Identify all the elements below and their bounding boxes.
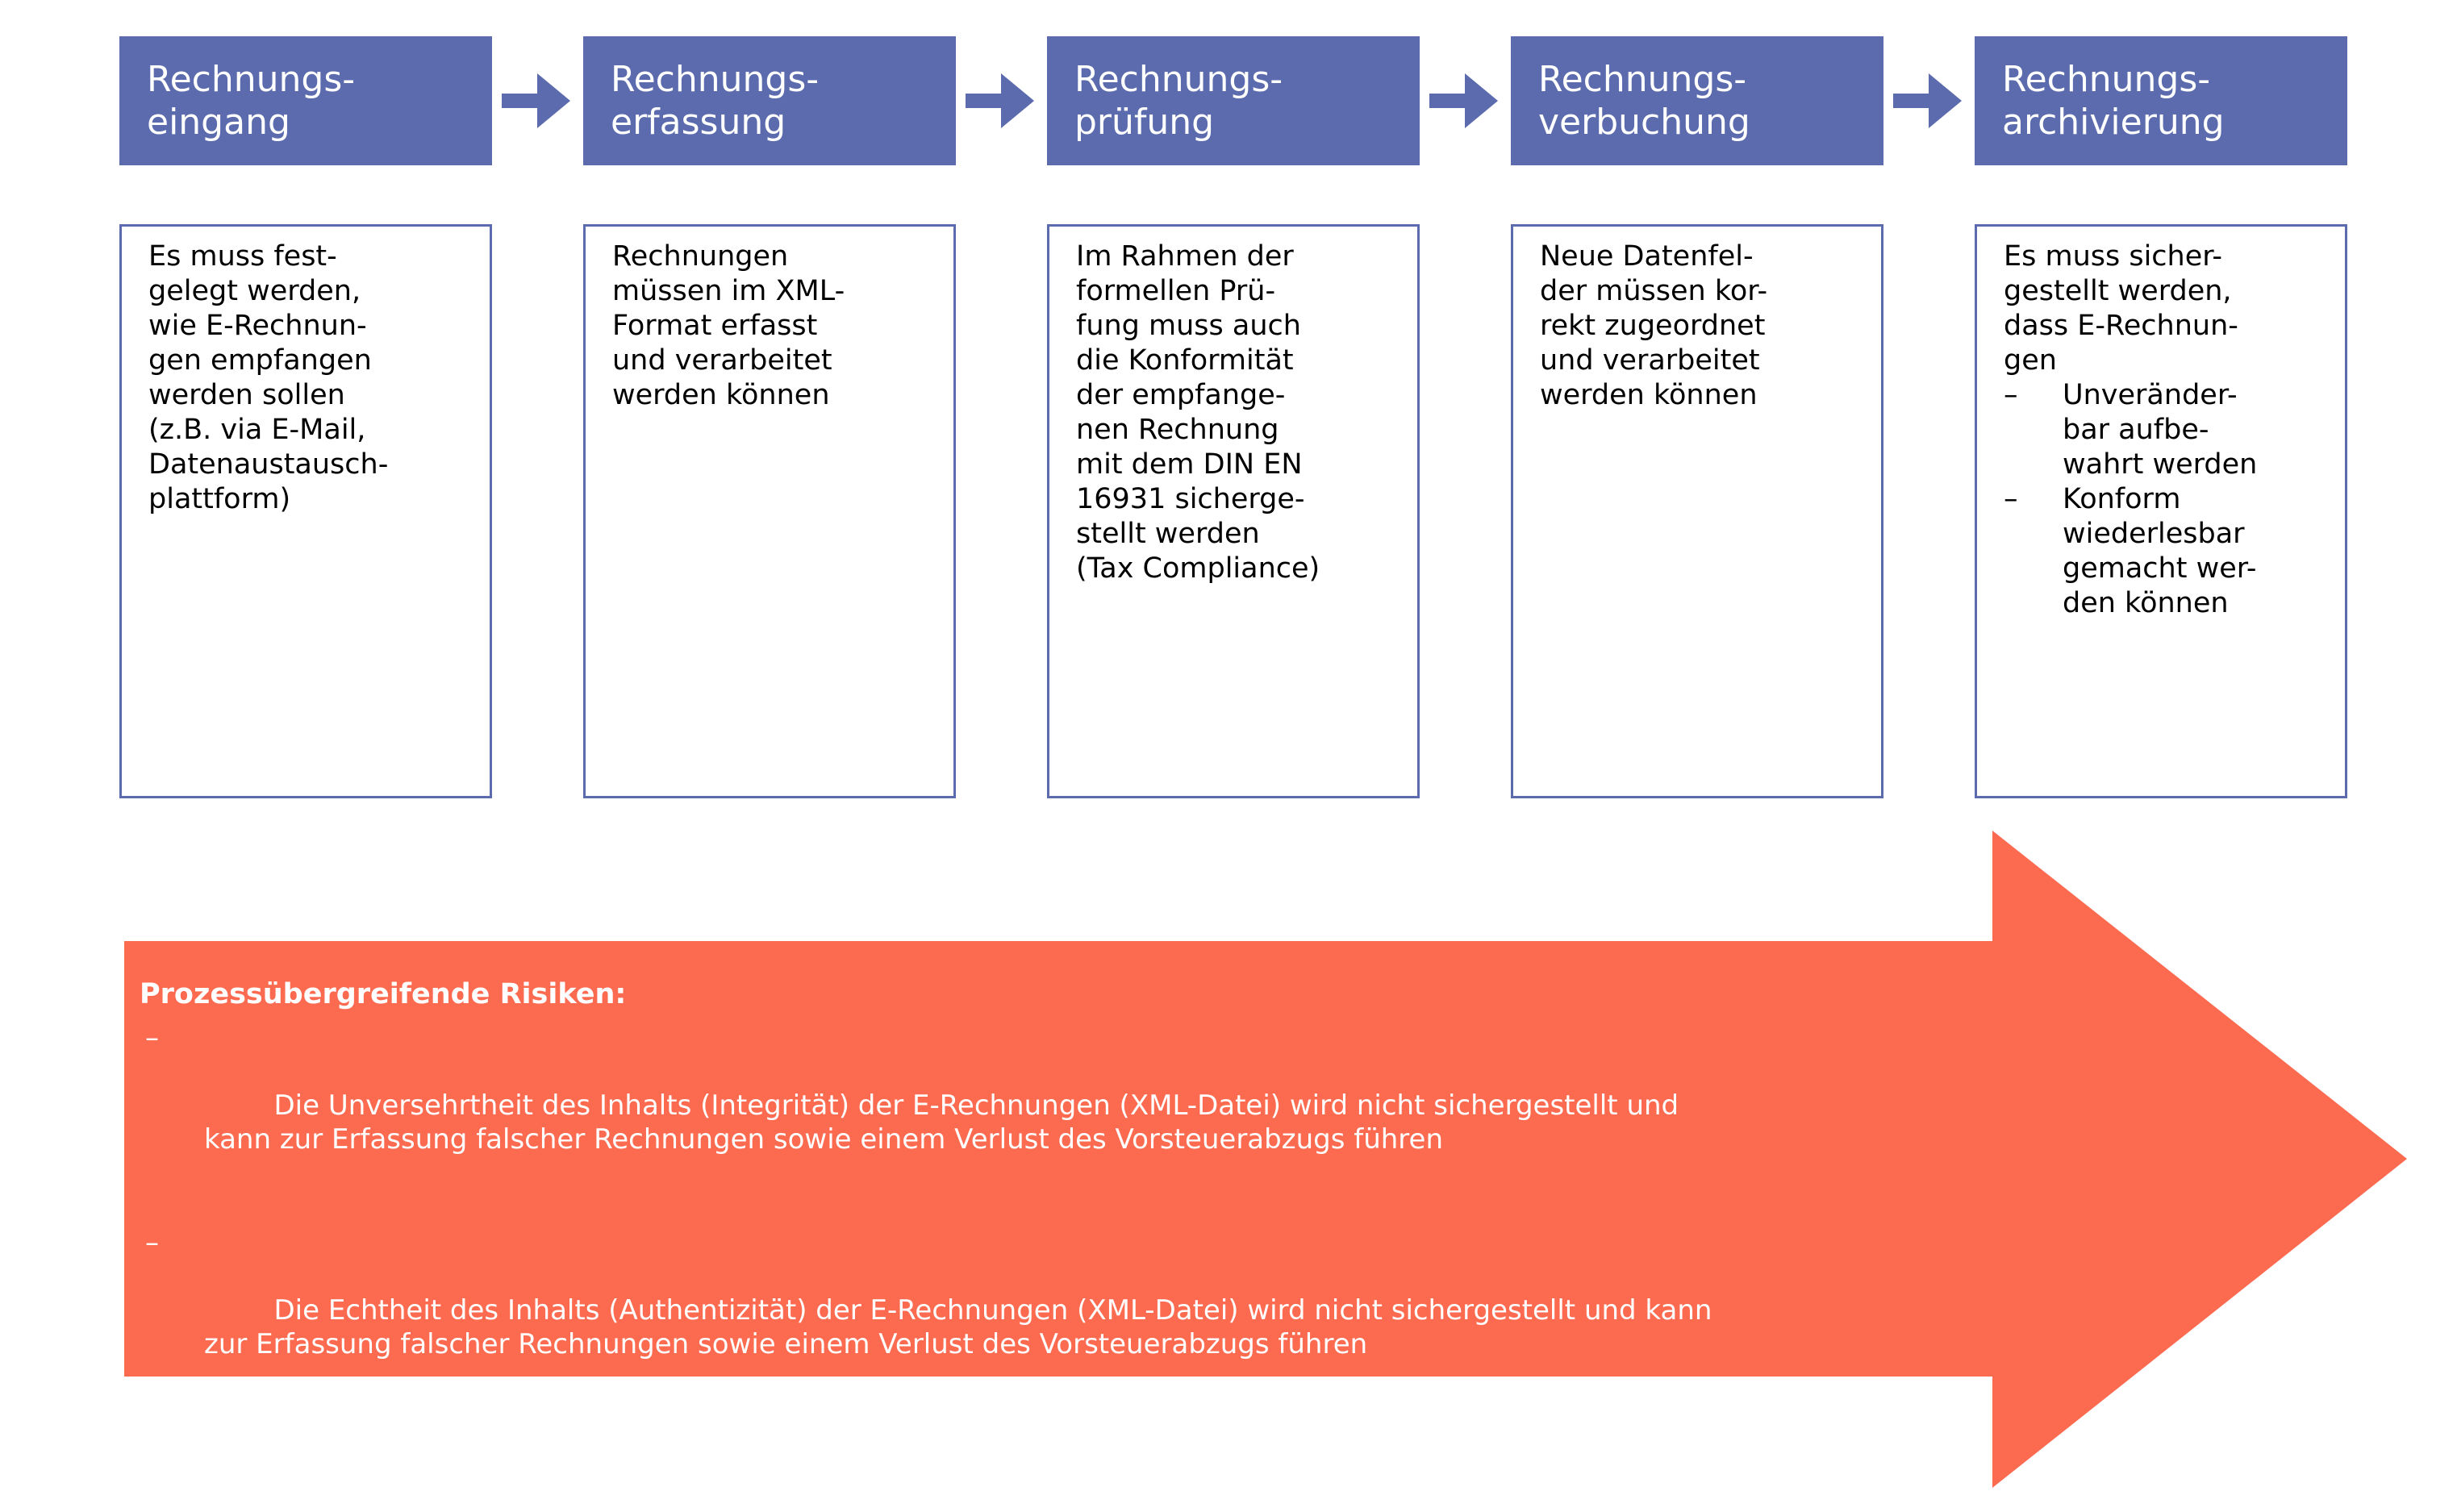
right-arrow-shape <box>966 73 1034 128</box>
step-description-box: Rechnungen müssen im XML- Format erfasst… <box>583 224 956 798</box>
step-header-rechnungsarchivierung: Rechnungs- archivierung <box>1975 36 2347 165</box>
step-description: Neue Datenfel- der müssen kor- rekt zuge… <box>1540 240 1768 411</box>
step-title: Rechnungs- verbuchung <box>1538 59 1750 143</box>
step-header-rechnungsverbuchung: Rechnungs- verbuchung <box>1511 36 1883 165</box>
step-description: Es muss fest- gelegt werden, wie E-Rechn… <box>148 240 389 515</box>
step-description-box: Im Rahmen der formellen Prü- fung muss a… <box>1047 224 1420 798</box>
step-description: Im Rahmen der formellen Prü- fung muss a… <box>1076 240 1320 585</box>
step-title: Rechnungs- eingang <box>147 59 356 143</box>
right-arrow-shape <box>502 73 570 128</box>
step-description: Rechnungen müssen im XML- Format erfasst… <box>612 240 845 411</box>
step-title: Rechnungs- erfassung <box>611 59 820 143</box>
right-arrow-icon <box>1893 73 1962 128</box>
step-description-box: Es muss sicher- gestellt werden, dass E-… <box>1975 224 2347 798</box>
risk-item: – Die Echtheit des Inhalts (Authentizitä… <box>140 1226 1971 1395</box>
right-arrow-shape <box>1893 73 1962 128</box>
archive-requirement-item: – Konform wiederlesbar gemacht wer- den … <box>2004 482 2330 621</box>
risk-item: – Die Unversehrtheit des Inhalts (Integr… <box>140 1021 1971 1190</box>
big-right-arrow-icon <box>124 831 2407 1488</box>
bullet-dash: – <box>145 1022 159 1054</box>
bullet-dash: – <box>145 1431 159 1464</box>
right-arrow-icon <box>502 73 570 128</box>
bullet-dash: – <box>145 1227 159 1259</box>
risk-item-text: Die Echtheit des Inhalts (Authentizität)… <box>204 1294 1712 1360</box>
risk-banner-arrow: Prozessübergreifende Risiken: – Die Unve… <box>124 831 2407 1512</box>
right-arrow-shape <box>1429 73 1498 128</box>
step-description: Es muss sicher- gestellt werden, dass E-… <box>2004 240 2238 377</box>
archive-requirement-text: Unveränder- bar aufbe- wahrt werden <box>2063 379 2258 481</box>
right-arrow-icon <box>1429 73 1498 128</box>
right-arrow-icon <box>966 73 1034 128</box>
step-description-box: Es muss fest- gelegt werden, wie E-Rechn… <box>119 224 492 798</box>
step-header-rechnungserfassung: Rechnungs- erfassung <box>583 36 956 165</box>
risk-item-text: Die Unversehrtheit des Inhalts (Integrit… <box>204 1089 1679 1156</box>
step-header-rechnungseingang: Rechnungs- eingang <box>119 36 492 165</box>
risk-text-block: Prozessübergreifende Risiken: – Die Unve… <box>140 976 1971 1512</box>
step-description-box: Neue Datenfel- der müssen kor- rekt zuge… <box>1511 224 1883 798</box>
risk-item: – Anpassungen an IT-Systemen werden nich… <box>140 1431 1971 1512</box>
bullet-dash: – <box>2004 379 2018 411</box>
archive-requirement-item: – Unveränder- bar aufbe- wahrt werden <box>2004 378 2330 482</box>
step-title: Rechnungs- archivierung <box>2002 59 2225 143</box>
step-header-rechnungspruefung: Rechnungs- prüfung <box>1047 36 1420 165</box>
risk-title: Prozessübergreifende Risiken: <box>140 978 627 1010</box>
archive-requirement-text: Konform wiederlesbar gemacht wer- den kö… <box>2063 483 2257 619</box>
bullet-dash: – <box>2004 483 2018 515</box>
risk-item-text: Anpassungen an IT-Systemen werden nicht … <box>204 1499 1679 1512</box>
step-title: Rechnungs- prüfung <box>1074 59 1283 143</box>
big-right-arrow-shape <box>124 831 2407 1488</box>
